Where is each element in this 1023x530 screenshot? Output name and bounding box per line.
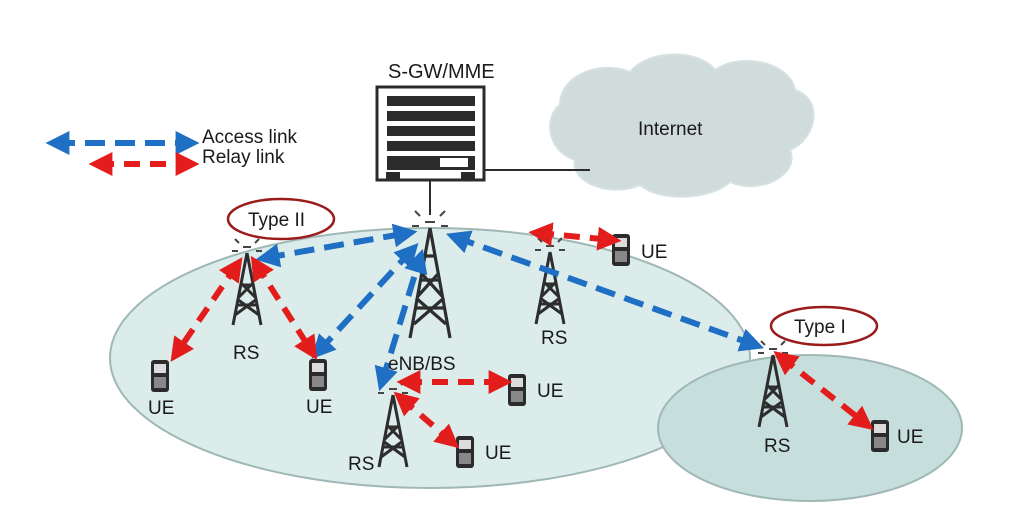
legend-relay-label: Relay link	[202, 147, 285, 168]
ue-label: UE	[897, 427, 923, 448]
ue-phone-icon	[309, 359, 327, 391]
relay-link	[773, 351, 874, 430]
ue-label: UE	[537, 381, 563, 402]
relay-link	[528, 222, 622, 251]
ue-phone-icon	[151, 360, 169, 392]
legend-access-label: Access link	[202, 127, 298, 148]
relay-bottom-label: RS	[348, 454, 374, 475]
access-link	[311, 242, 419, 360]
relay-center-label: RS	[541, 328, 567, 349]
ue-label: UE	[306, 397, 332, 418]
legend: Access link Relay link	[45, 127, 298, 176]
ue-phone-icon	[508, 374, 526, 406]
relay-type2-label: RS	[233, 343, 259, 364]
internet-cloud	[549, 53, 815, 198]
gateway-label: S-GW/MME	[388, 61, 495, 83]
type1-label: Type I	[794, 317, 846, 338]
relay-link	[250, 255, 318, 361]
ue-label: UE	[485, 443, 511, 464]
access-link	[445, 230, 765, 352]
type2-label: Type II	[248, 210, 305, 231]
gateway-server-icon	[375, 85, 486, 182]
access-link	[374, 248, 428, 392]
relay-type1-label: RS	[764, 436, 790, 457]
enb-label: eNB/BS	[388, 354, 456, 375]
relay-link	[393, 391, 460, 449]
type1-ring	[769, 305, 879, 347]
internet-label: Internet	[638, 119, 703, 140]
ue-label: UE	[641, 242, 667, 263]
relay-link	[170, 257, 243, 362]
ue-label: UE	[148, 398, 174, 419]
type2-ring	[226, 197, 336, 241]
ue-phone-icon	[612, 234, 630, 266]
ue-phone-icon	[871, 420, 889, 452]
ue-phone-icon	[456, 436, 474, 468]
